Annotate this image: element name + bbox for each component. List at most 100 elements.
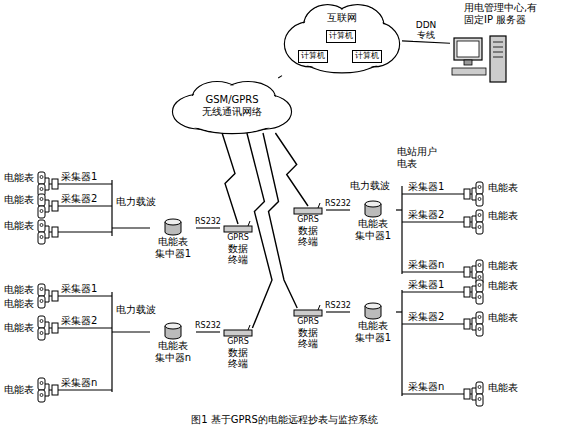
concentrator-icon [350, 200, 396, 218]
carrier-feeder [112, 227, 150, 228]
collector-label: 采集器1 [61, 283, 97, 295]
meter-dial [40, 332, 43, 335]
concentrator-icon [150, 322, 196, 340]
collector-symbol [52, 179, 58, 189]
node-label: 数据 终端 [297, 327, 319, 350]
meter-symbol [38, 378, 45, 390]
meter-wire [472, 188, 476, 189]
node-label: 电能表 集中器n [153, 340, 193, 363]
node-label: 电能表 集中器1 [353, 218, 393, 241]
cylinder-top [365, 303, 381, 309]
collector-symbol [52, 201, 58, 211]
screen [457, 41, 479, 57]
meter-label: 电能表 [488, 210, 518, 222]
meter-label: 电能表 [488, 312, 518, 324]
collector-symbol [52, 385, 58, 395]
concentrator-icon [150, 218, 196, 236]
node-label: 数据 终端 [227, 347, 249, 370]
collector-symbol [464, 217, 470, 227]
carrier-wire [58, 206, 112, 207]
meter-wire [472, 228, 476, 229]
figure-caption: 图1 基于GPRS的电能远程抄表与监控系统 [0, 414, 569, 426]
carrier-bus [111, 292, 112, 392]
terminal-body [294, 208, 322, 214]
collector-symbol [52, 291, 58, 301]
carrier-wire [58, 232, 112, 233]
server-node: 用电管理中心,有 固定IP 服务器 [450, 2, 565, 90]
meter-wire [45, 290, 49, 291]
terminal-type: GPRS [290, 317, 326, 327]
meter-dial [40, 320, 43, 323]
edge-label: RS232 [324, 302, 352, 311]
meter-dial [478, 198, 481, 201]
collector-label: 采集器1 [61, 171, 97, 183]
meter-wire [472, 286, 476, 287]
antenna [318, 305, 320, 310]
meter-symbol [38, 390, 45, 402]
meter-symbol [476, 382, 483, 394]
wireless-link [222, 133, 238, 224]
edge-label: RS232 [194, 218, 222, 227]
collector-label: 采集器2 [61, 315, 97, 327]
server-tower [490, 36, 506, 82]
part-label: 电力载波 [350, 180, 390, 192]
monitor [454, 38, 482, 60]
meter-dial [40, 188, 43, 191]
part-label: 电力载波 [116, 196, 156, 208]
meter-symbol [38, 220, 45, 232]
meter-dial [40, 394, 43, 397]
meter-symbol [476, 394, 483, 406]
meter-dial [40, 236, 43, 239]
connector-line [196, 331, 220, 332]
antenna [248, 325, 250, 330]
gprs-terminal: GPRS数据 终端 [220, 328, 256, 370]
meter-label: 电能表 [4, 322, 34, 334]
computer-label: 计算机 [301, 52, 325, 61]
edge-label: RS232 [194, 322, 222, 331]
collector-label: 采集器2 [61, 193, 97, 205]
collector-label: 采集器2 [408, 311, 444, 323]
cylinder-top [365, 201, 381, 207]
gprs-terminal: GPRS数据 终端 [220, 224, 256, 266]
terminal-body [294, 310, 322, 316]
meter-dial [40, 224, 43, 227]
meter-dial [478, 386, 481, 389]
meter-symbol [476, 312, 483, 324]
meter-label: 电能表 [4, 172, 34, 184]
meter-wire [472, 216, 476, 217]
meter-symbol [476, 182, 483, 194]
terminal-body [224, 226, 252, 232]
antenna [248, 221, 250, 226]
terminal-icon [220, 224, 256, 233]
collector-symbol [464, 267, 470, 277]
meter-dial [40, 300, 43, 303]
connector-line [278, 76, 282, 78]
meter-symbol [476, 292, 483, 304]
meter-dial [478, 264, 481, 267]
meter-wire [45, 226, 49, 227]
collector-label: 采集器n [408, 259, 444, 271]
meter-symbol [38, 296, 45, 308]
meter-dial [478, 328, 481, 331]
network-cloud: 互联网计算机计算机计算机 [282, 0, 402, 76]
meter-dial [40, 210, 43, 213]
connector-line [326, 311, 350, 312]
meter-wire [472, 200, 476, 201]
meter-wire [45, 178, 49, 179]
carrier-bus [401, 290, 402, 396]
meter-wire [45, 396, 49, 397]
part-label: 电力载波 [116, 304, 156, 316]
meter-wire [45, 322, 49, 323]
gprs-terminal: GPRS数据 终端 [290, 206, 326, 248]
carrier-feeder [396, 311, 402, 312]
node-label: 数据 终端 [297, 225, 319, 248]
meter-wire [45, 200, 49, 201]
keyboard [452, 68, 486, 75]
connector-line [402, 41, 450, 43]
collector-label: 采集器1 [408, 181, 444, 193]
computer-box: 计算机 [352, 50, 382, 63]
carrier-wire [58, 328, 112, 329]
monitor-stand [464, 60, 472, 65]
